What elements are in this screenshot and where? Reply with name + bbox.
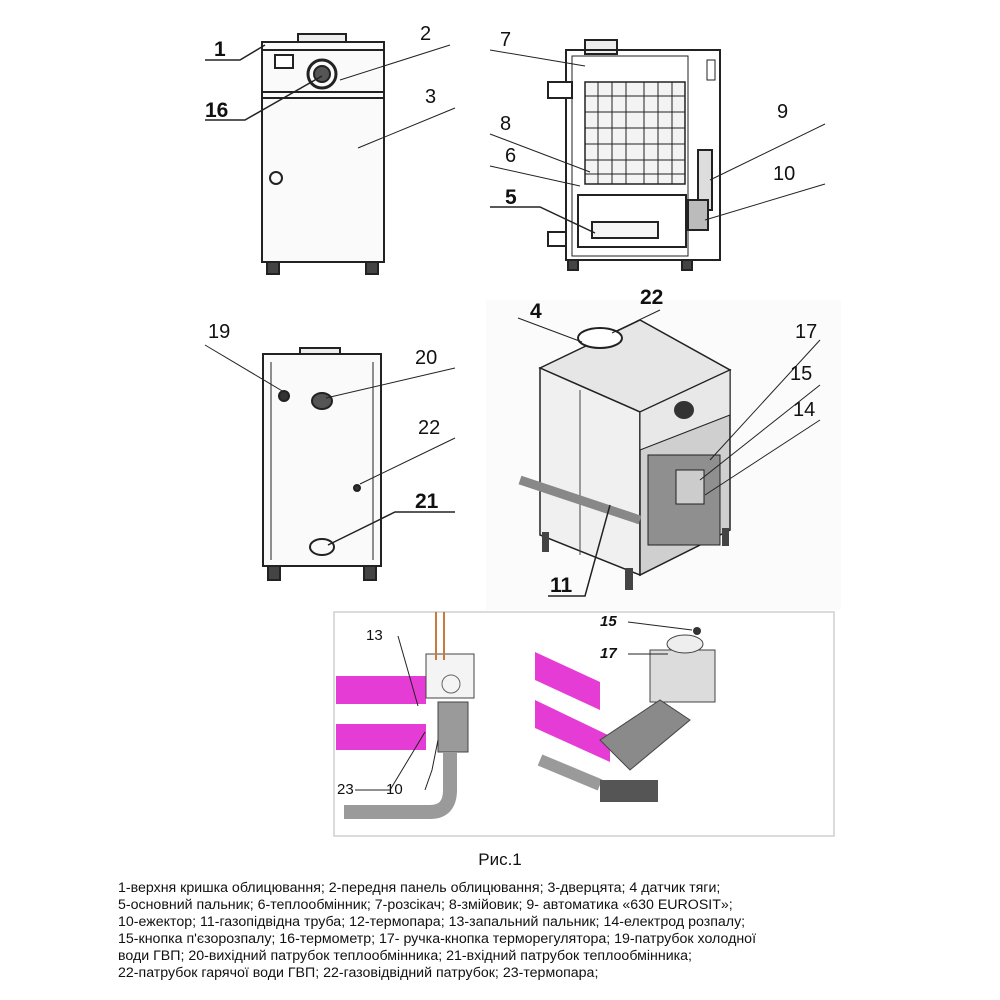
label-20: 20 (415, 347, 437, 369)
detail-label-13: 13 (366, 627, 383, 644)
label-15: 15 (790, 363, 812, 385)
label-8: 8 (500, 113, 511, 135)
label-1: 1 (214, 38, 226, 61)
legend-line: 10-ежектор; 11-газопідвідна труба; 12-те… (118, 914, 746, 930)
detail-view (333, 611, 835, 837)
legend-line: 5-основний пальник; 6-теплообмінник; 7-р… (118, 897, 733, 913)
label-7: 7 (500, 29, 511, 51)
label-17: 17 (795, 321, 817, 343)
detail-label-10: 10 (386, 781, 403, 798)
label-2: 2 (420, 23, 431, 45)
label-3: 3 (425, 86, 436, 108)
label-9: 9 (777, 101, 788, 123)
detail-label-23: 23 (337, 781, 354, 798)
legend: 1-верхня кришка облицювання; 2-передня п… (118, 880, 988, 982)
label-14: 14 (793, 399, 815, 421)
iso-view (486, 300, 841, 610)
section-view (489, 39, 826, 271)
legend-line: 15-кнопка п'єзорозпалу; 16-термометр; 17… (118, 931, 757, 947)
label-22-back: 22 (418, 417, 440, 439)
figure-caption: Рис.1 (478, 850, 522, 869)
detail-label-15: 15 (600, 613, 617, 630)
label-4: 4 (530, 300, 542, 323)
detail-label-17: 17 (600, 645, 617, 662)
back-view (204, 344, 456, 581)
legend-line: води ГВП; 20-вихідний патрубок теплообмі… (118, 948, 692, 964)
label-10: 10 (773, 163, 795, 185)
label-16: 16 (205, 99, 228, 122)
legend-line: 1-верхня кришка облицювання; 2-передня п… (118, 880, 721, 896)
front-view (205, 33, 456, 275)
label-6: 6 (505, 145, 516, 167)
boiler-diagram: 1 2 3 16 (204, 23, 841, 837)
label-22-top: 22 (640, 286, 663, 309)
label-5: 5 (505, 186, 517, 209)
label-11: 11 (550, 574, 573, 597)
label-21: 21 (415, 490, 439, 513)
label-19: 19 (208, 321, 230, 343)
legend-line: 22-патрубок гарячої води ГВП; 22-газовід… (118, 965, 599, 981)
